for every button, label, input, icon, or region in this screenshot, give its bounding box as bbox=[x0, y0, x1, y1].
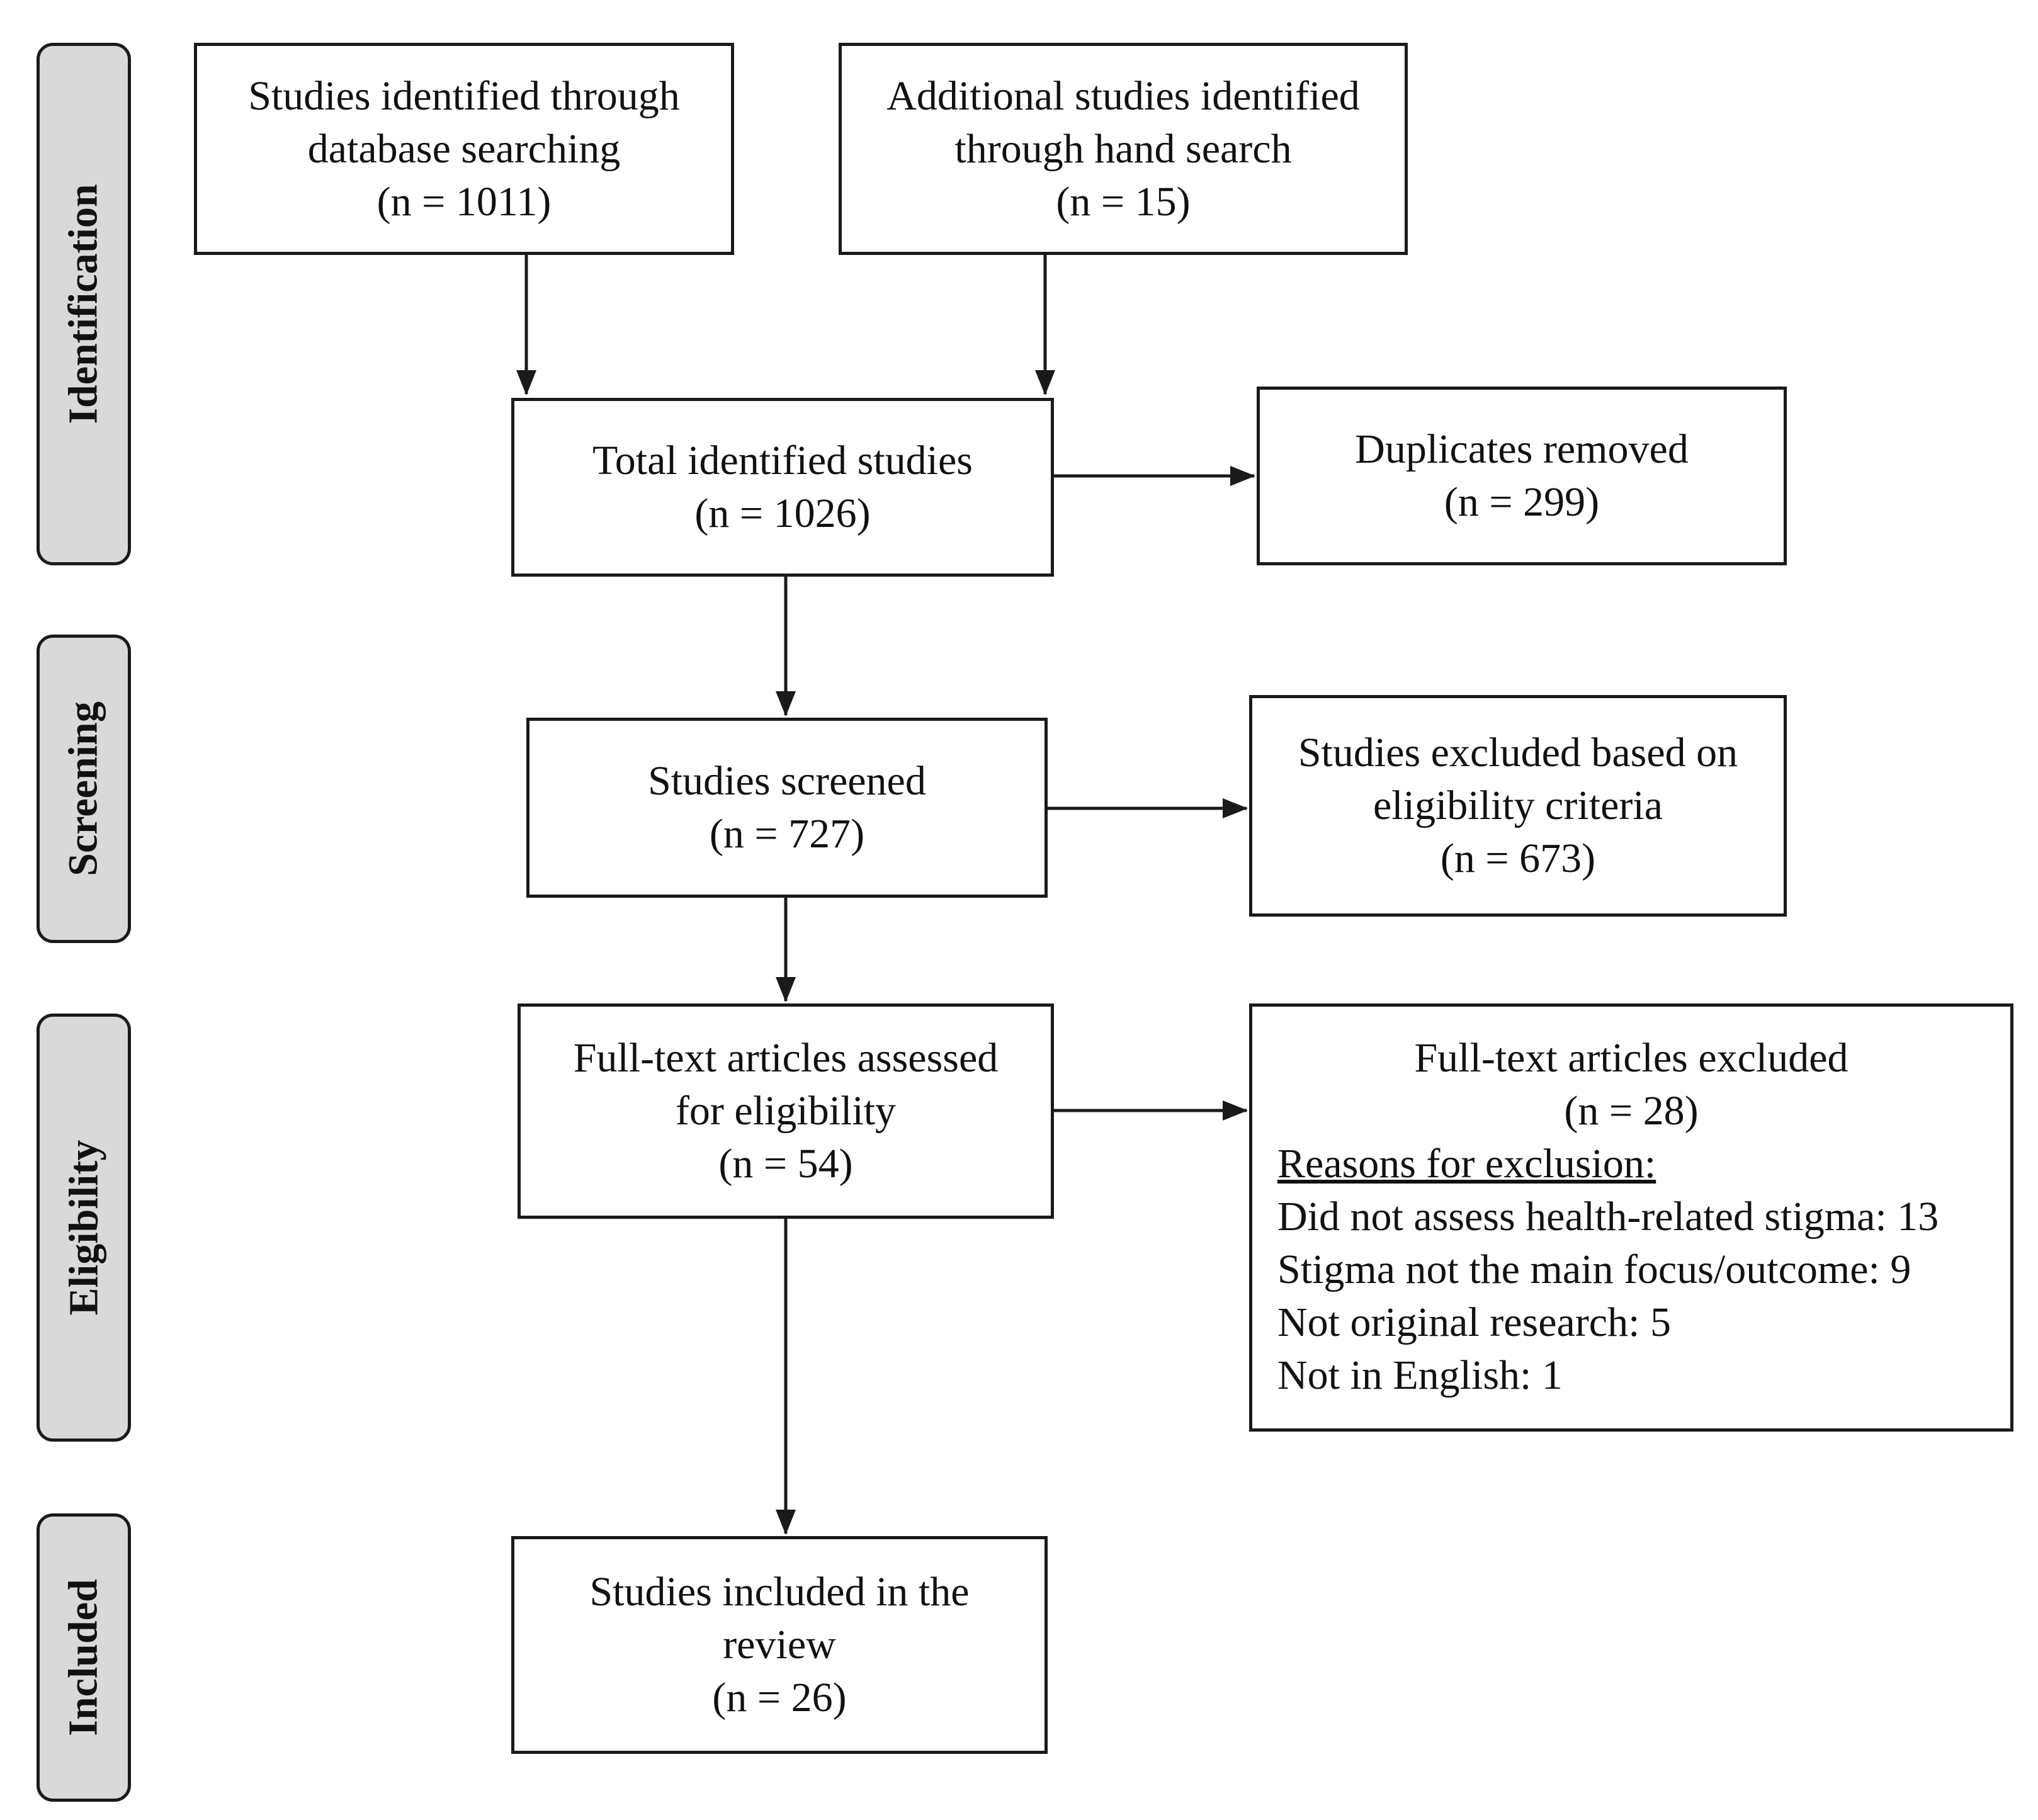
box-count: (n = 26) bbox=[712, 1675, 847, 1721]
box-full-text-excluded: Full-text articles excluded (n = 28) Rea… bbox=[1249, 1003, 2013, 1432]
box-line: review bbox=[723, 1622, 836, 1668]
box-total-identified: Total identified studies (n = 1026) bbox=[511, 398, 1054, 577]
box-line: database searching bbox=[307, 125, 621, 172]
box-included-review: Studies included in the review (n = 26) bbox=[511, 1536, 1048, 1754]
box-line: Studies screened bbox=[648, 758, 926, 804]
box-line: Full-text articles assessed bbox=[573, 1035, 999, 1081]
reason-item: Not original research: 5 bbox=[1277, 1299, 1671, 1345]
box-count: (n = 15) bbox=[1056, 178, 1191, 225]
box-line: through hand search bbox=[954, 125, 1292, 172]
reasons-heading: Reasons for exclusion: bbox=[1277, 1141, 1656, 1187]
box-count: (n = 299) bbox=[1444, 479, 1600, 525]
box-line: Additional studies identified bbox=[886, 72, 1360, 119]
stage-identification: Identification bbox=[37, 43, 131, 565]
box-count: (n = 28) bbox=[1564, 1088, 1699, 1134]
box-count: (n = 1011) bbox=[376, 178, 552, 225]
box-line: Studies identified through bbox=[248, 72, 680, 119]
box-hand-search: Additional studies identified through ha… bbox=[839, 43, 1408, 255]
box-line: Studies included in the bbox=[589, 1569, 970, 1615]
box-database-search: Studies identified through database sear… bbox=[194, 43, 734, 255]
box-count: (n = 54) bbox=[718, 1141, 853, 1187]
stage-screening: Screening bbox=[37, 635, 131, 943]
box-full-text-assessed: Full-text articles assessed for eligibil… bbox=[518, 1003, 1054, 1219]
box-line: for eligibility bbox=[675, 1088, 897, 1134]
box-count: (n = 727) bbox=[709, 811, 865, 857]
reason-item: Not in English: 1 bbox=[1277, 1352, 1563, 1398]
box-count: (n = 1026) bbox=[694, 490, 871, 536]
box-excluded-eligibility: Studies excluded based on eligibility cr… bbox=[1249, 695, 1787, 917]
box-studies-screened: Studies screened (n = 727) bbox=[526, 718, 1048, 898]
box-count: (n = 673) bbox=[1440, 835, 1596, 881]
box-line: eligibility criteria bbox=[1373, 783, 1663, 828]
box-line: Duplicates removed bbox=[1355, 426, 1689, 472]
stage-included: Included bbox=[37, 1513, 131, 1802]
box-duplicates-removed: Duplicates removed (n = 299) bbox=[1257, 387, 1787, 565]
box-line: Total identified studies bbox=[592, 438, 973, 483]
box-line: Studies excluded based on bbox=[1298, 730, 1738, 776]
reason-item: Did not assess health-related stigma: 13 bbox=[1277, 1194, 1939, 1240]
stage-eligibility: Eligibility bbox=[37, 1014, 131, 1442]
box-title: Full-text articles excluded bbox=[1414, 1035, 1848, 1081]
reason-item: Stigma not the main focus/outcome: 9 bbox=[1277, 1246, 1911, 1292]
